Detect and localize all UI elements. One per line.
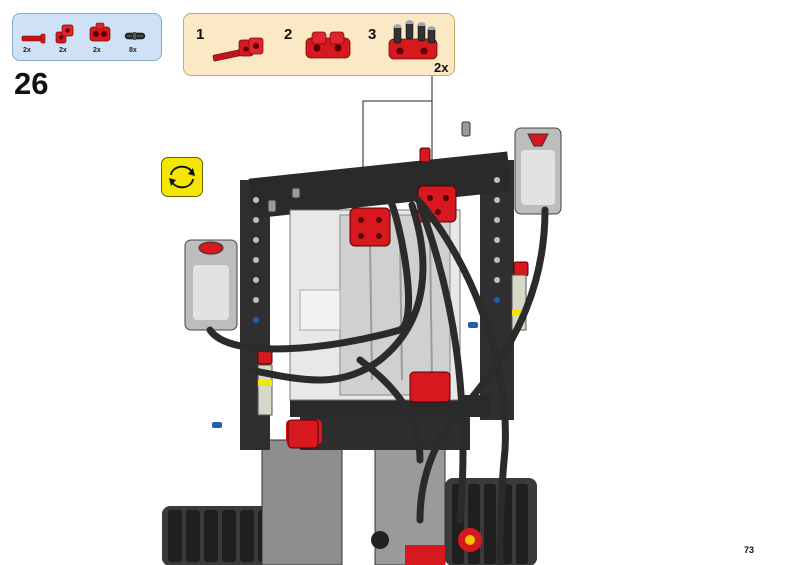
- axle-with-stop-icon: [21, 33, 46, 44]
- substep-number: 2: [284, 26, 293, 43]
- black-friction-pin-icon: [124, 32, 146, 40]
- part-qty: 2x: [93, 47, 101, 54]
- part-qty: 2x: [59, 47, 67, 54]
- parts-callout: 2x 2x 2x 8x: [12, 13, 162, 61]
- sub1-parts-icon: [212, 37, 264, 62]
- axle-pin-connector-icon: [55, 24, 74, 44]
- substep-number: 1: [196, 26, 205, 43]
- track-left: [162, 506, 292, 565]
- motor-left: [184, 239, 238, 331]
- top-pins: [267, 121, 471, 213]
- substep-number: 3: [368, 26, 377, 43]
- step-number: 26: [14, 66, 49, 101]
- subassembly-callout: 1 2 3 2x: [183, 13, 455, 76]
- sub3-parts-icon: [388, 20, 438, 60]
- blue-pins: [212, 297, 500, 428]
- page-number: 73: [744, 545, 755, 555]
- sub2-parts-icon: [305, 31, 351, 59]
- part-qty: 8x: [129, 47, 137, 54]
- cables: [206, 196, 549, 565]
- part-qty: 2x: [23, 47, 31, 54]
- double-cross-block-icon: [89, 22, 111, 42]
- rotate-model-icon: [161, 157, 203, 197]
- motor-right: [514, 127, 562, 215]
- subassembly-multiplier: 2x: [434, 60, 449, 75]
